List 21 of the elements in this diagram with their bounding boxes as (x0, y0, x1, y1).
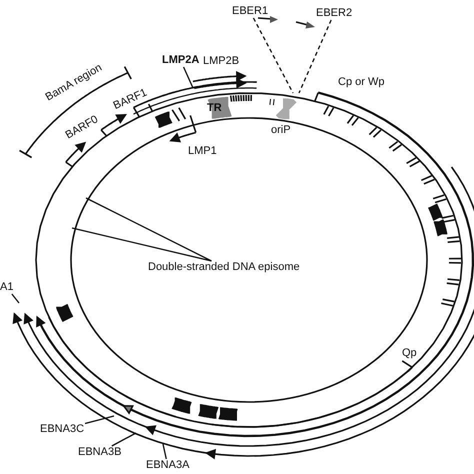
leader-line (84, 415, 114, 424)
promoter-label: Cp or Wp (338, 77, 384, 88)
episome-label: Double-stranded DNA episome (148, 262, 300, 273)
gene-label: EBER2 (316, 8, 352, 19)
gene-label: EBNA3B (78, 447, 122, 458)
gene-label: EBNA3A (146, 460, 190, 471)
region-label: oriP (271, 125, 291, 136)
leader-line (162, 444, 167, 460)
gene-label: EBER1 (232, 6, 268, 17)
promoter-label: Qp (402, 348, 417, 359)
gene-label: LMP1 (188, 146, 217, 157)
gene-label: EBNA3C (40, 424, 84, 435)
leader-line (182, 66, 194, 88)
leader-line (11, 294, 20, 304)
gene-label: LMP2A (162, 55, 200, 66)
gene-label: A1 (0, 282, 14, 293)
leader-line (71, 197, 212, 262)
leader-line (252, 18, 294, 94)
gene-label: LMP2B (203, 56, 240, 67)
leader-line (298, 20, 332, 94)
leader-line (112, 432, 136, 447)
